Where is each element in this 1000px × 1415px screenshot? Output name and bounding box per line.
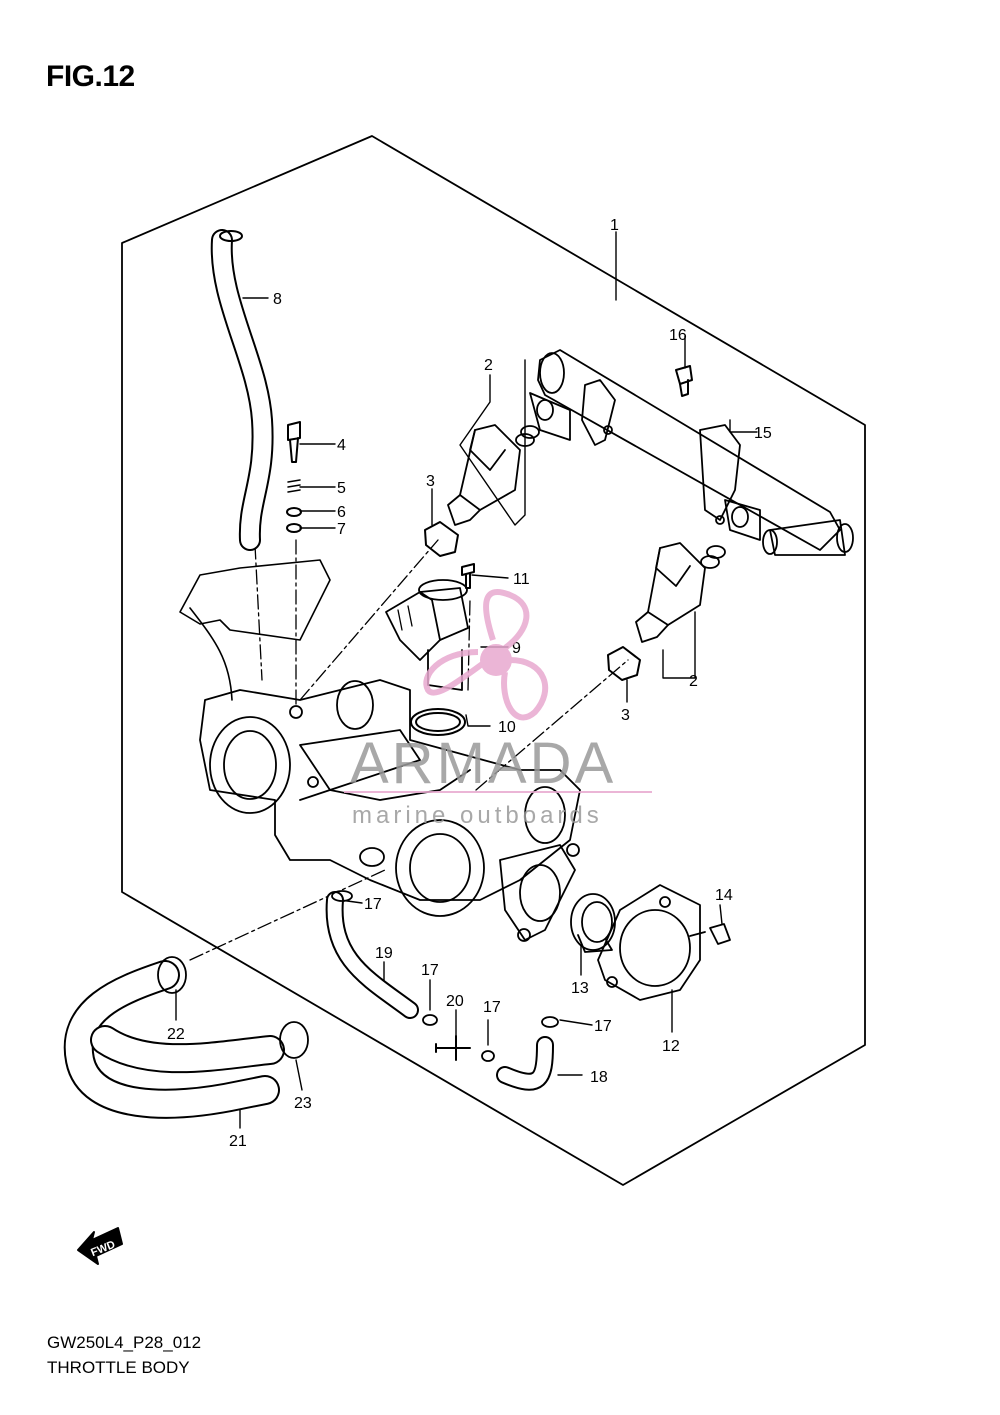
watermark-tagline: marine outboards — [352, 802, 603, 829]
fwd-arrow-icon — [77, 1227, 123, 1265]
propeller-logo-icon — [423, 589, 549, 721]
callout-14: 14 — [715, 887, 733, 904]
callout-18: 18 — [590, 1069, 608, 1086]
callout-13: 13 — [571, 980, 589, 997]
callout-9: 9 — [512, 640, 521, 657]
callout-22: 22 — [167, 1026, 185, 1043]
fuel-rail-15 — [529, 349, 854, 556]
hoses-lower — [63, 890, 559, 1119]
throttle-body — [199, 679, 581, 942]
callout-17: 17 — [483, 999, 501, 1016]
callout-6: 6 — [337, 504, 346, 521]
bracket — [179, 559, 331, 641]
injector-2b — [635, 542, 726, 643]
assembly-boundary — [121, 135, 866, 1186]
callout-4: 4 — [337, 437, 346, 454]
callout-23: 23 — [294, 1095, 312, 1112]
diagram-caption: THROTTLE BODY — [47, 1358, 190, 1377]
callout-17: 17 — [364, 896, 382, 913]
figure-title: FIG.12 — [46, 60, 135, 93]
callout-20: 20 — [446, 993, 464, 1010]
propeller-hub — [480, 644, 512, 676]
callout-7: 7 — [337, 521, 346, 538]
callout-10: 10 — [498, 719, 516, 736]
watermark-brand: ARMADA — [350, 731, 616, 796]
callout-2: 2 — [484, 357, 493, 374]
callout-11: 11 — [513, 571, 530, 588]
diagram-code: GW250L4_P28_012 — [47, 1333, 202, 1352]
callout-2: 2 — [689, 673, 698, 690]
screw-4 — [287, 421, 301, 441]
callout-5: 5 — [337, 480, 346, 497]
callout-3: 3 — [426, 473, 435, 490]
callout-3: 3 — [621, 707, 630, 724]
callout-8: 8 — [273, 291, 282, 308]
callout-17: 17 — [594, 1018, 612, 1035]
leader-lines — [175, 231, 758, 1129]
alignment-lines — [189, 539, 629, 961]
callout-12: 12 — [662, 1038, 680, 1055]
callout-17: 17 — [421, 962, 439, 979]
watermark: ARMADA marine outboards — [344, 589, 652, 829]
callout-1: 1 — [610, 217, 619, 234]
injector-2a — [447, 424, 540, 526]
callout-21: 21 — [229, 1133, 247, 1150]
callout-19: 19 — [375, 945, 393, 962]
callout-15: 15 — [754, 425, 772, 442]
callout-16: 16 — [669, 327, 687, 344]
cap-12 — [570, 884, 731, 1001]
